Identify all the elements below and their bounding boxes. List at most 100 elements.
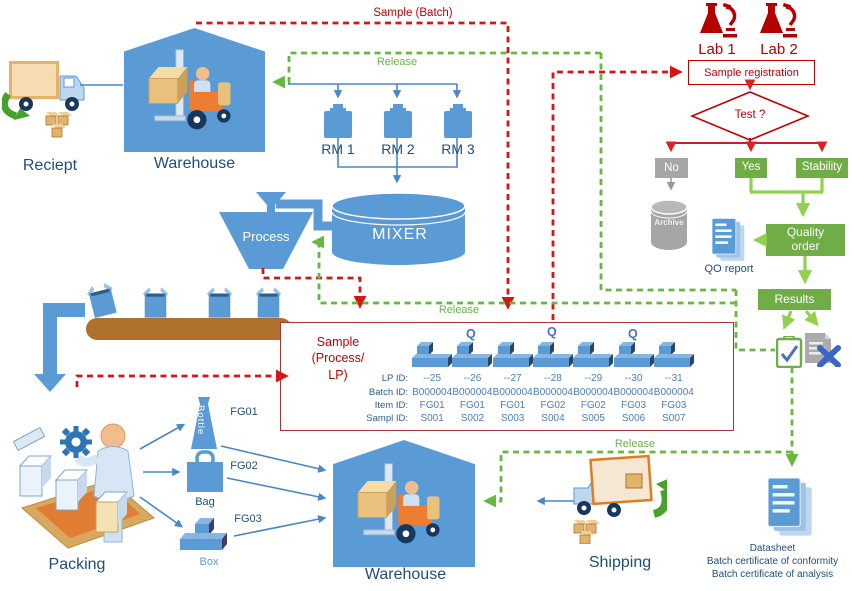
batch-id-cell: B000004 bbox=[653, 387, 694, 398]
quality-order-label: Quality order bbox=[786, 225, 825, 253]
thick-down-arrow bbox=[34, 303, 85, 392]
sample-registration-label: Sample registration bbox=[704, 66, 799, 79]
batch-id-cell: B000004 bbox=[613, 387, 654, 398]
mixer-label: MIXER bbox=[372, 226, 428, 243]
packing-worker-icon bbox=[12, 396, 162, 561]
item-id-cell: FG02 bbox=[540, 400, 566, 411]
warehouse-top-label: Warehouse bbox=[153, 155, 236, 172]
sample-box-title: Sample (Process/ LP) bbox=[288, 334, 388, 383]
pallet-icon bbox=[614, 342, 655, 368]
warehouse-bottom-label: Warehouse bbox=[364, 566, 447, 583]
quality-order-box: Quality order bbox=[766, 224, 845, 256]
sample-process-lp-panel bbox=[280, 322, 734, 431]
lp-id-row-label: LP ID: bbox=[381, 373, 408, 384]
yes-label: Yes bbox=[741, 161, 761, 174]
batch-id-row-label: Batch ID: bbox=[368, 387, 408, 398]
lp-id-cell: --25 bbox=[423, 373, 442, 384]
shipping-label: Shipping bbox=[588, 554, 652, 571]
open-box-icon bbox=[206, 287, 233, 318]
rejected-document-icon bbox=[803, 333, 841, 367]
sample-batch-flow-label: Sample (Batch) bbox=[373, 7, 453, 19]
item-id-cell: FG01 bbox=[459, 400, 485, 411]
no-label: No bbox=[664, 162, 679, 174]
rm1-label: RM 1 bbox=[321, 141, 355, 157]
quality-marker: Q bbox=[628, 327, 638, 341]
lp-id-cell: --31 bbox=[664, 373, 683, 384]
archive-label: Archive bbox=[654, 218, 684, 227]
box-label: Box bbox=[199, 556, 219, 568]
results-label: Results bbox=[774, 291, 815, 306]
lab1-label: Lab 1 bbox=[698, 41, 736, 58]
pallet-icon bbox=[412, 342, 453, 368]
open-box-icon bbox=[142, 287, 169, 318]
batch-id-cell: B000004 bbox=[492, 387, 533, 398]
rm2-label: RM 2 bbox=[381, 141, 415, 157]
sampl-id-row-label: Sampl ID: bbox=[366, 413, 408, 424]
lab2-icon bbox=[760, 3, 798, 39]
sampl-id-cell: S002 bbox=[460, 413, 485, 424]
lp-id-cell: --28 bbox=[544, 373, 562, 384]
release-bottom-label: Release bbox=[614, 438, 656, 450]
lp-id-row: --25 --26 --27 --28 --29 --30 --31 bbox=[412, 373, 694, 384]
lp-id-cell: --29 bbox=[584, 373, 603, 384]
quality-marker: Q bbox=[466, 327, 476, 341]
release-top-label: Release bbox=[376, 56, 418, 68]
pallet-icon bbox=[654, 342, 695, 368]
no-box: No bbox=[655, 158, 688, 178]
sampl-id-cell: S001 bbox=[420, 413, 444, 424]
box-cluster-icon bbox=[180, 516, 232, 558]
item-id-cell: FG01 bbox=[419, 400, 445, 411]
fg01-label: FG01 bbox=[230, 406, 258, 418]
bottle-label: Bottle bbox=[195, 405, 206, 436]
release-mid-label: Release bbox=[438, 304, 480, 316]
sample-box-title-line3: LP) bbox=[328, 367, 348, 382]
lab1-icon bbox=[700, 3, 738, 39]
certificates-documents-icon bbox=[768, 477, 814, 539]
sampl-id-cell: S004 bbox=[541, 413, 565, 424]
item-id-cell: FG02 bbox=[580, 400, 606, 411]
sample-box-title-line1: Sample bbox=[316, 335, 360, 349]
shipping-truck-icon bbox=[572, 452, 667, 544]
pallet-icon bbox=[573, 342, 614, 368]
lp-id-cell: --26 bbox=[463, 373, 482, 384]
stability-label: Stability bbox=[801, 161, 843, 174]
bag-icon bbox=[187, 450, 223, 492]
qo-report-label: QO report bbox=[704, 263, 754, 275]
conveyor-belt bbox=[86, 318, 292, 340]
sample-box-title-line2: (Process/ bbox=[311, 351, 365, 366]
pallet-icon bbox=[533, 342, 574, 368]
sample-registration-box: Sample registration bbox=[688, 60, 815, 85]
rm3-label: RM 3 bbox=[441, 141, 475, 157]
approved-checklist-icon bbox=[776, 336, 803, 368]
certificate-analysis-label: Batch certificate of analysis bbox=[711, 569, 834, 580]
lp-id-cell: --30 bbox=[624, 373, 643, 384]
test-label: Test ? bbox=[734, 109, 766, 121]
pallet-icon bbox=[452, 342, 493, 368]
yes-box: Yes bbox=[735, 158, 767, 178]
batch-id-cell: B000004 bbox=[573, 387, 614, 398]
fg03-label: FG03 bbox=[234, 513, 262, 525]
fg02-label: FG02 bbox=[230, 460, 258, 472]
batch-id-cell: B000004 bbox=[412, 387, 453, 398]
sampl-id-cell: S003 bbox=[501, 413, 525, 424]
item-id-row-label: Item ID: bbox=[374, 400, 408, 411]
stability-box: Stability bbox=[796, 158, 848, 178]
bag-label: Bag bbox=[195, 496, 215, 508]
quality-marker: Q bbox=[547, 325, 557, 339]
lp-id-cell: --27 bbox=[503, 373, 522, 384]
item-id-cell: FG01 bbox=[500, 400, 526, 411]
warehouse-bottom-shape bbox=[333, 440, 475, 567]
sampl-id-cell: S006 bbox=[621, 413, 646, 424]
pallet-icon bbox=[493, 342, 534, 368]
datasheet-label: Datasheet bbox=[749, 543, 796, 554]
packing-label: Packing bbox=[48, 556, 106, 573]
batch-id-cell: B000004 bbox=[452, 387, 493, 398]
results-box: Results bbox=[758, 289, 831, 310]
sampl-id-cell: S007 bbox=[662, 413, 686, 424]
lab2-label: Lab 2 bbox=[760, 41, 798, 58]
open-box-icon bbox=[255, 287, 282, 318]
